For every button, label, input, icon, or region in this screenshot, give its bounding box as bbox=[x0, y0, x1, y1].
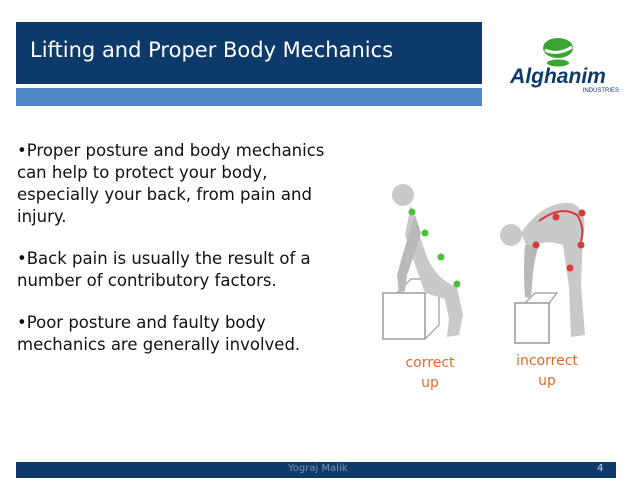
box-icon bbox=[514, 302, 550, 344]
footer-bar bbox=[16, 462, 616, 478]
bullet-item: •Poor posture and faulty body mechanics … bbox=[17, 313, 301, 354]
correct-lift-figure bbox=[382, 184, 463, 340]
title-accent-line bbox=[16, 84, 482, 88]
logo-text: Alghanim bbox=[509, 65, 606, 88]
correct-caption: correct bbox=[405, 355, 455, 371]
incorrect-lift-figure bbox=[500, 202, 586, 344]
slide-title: Lifting and Proper Body Mechanics bbox=[30, 38, 394, 62]
logo-subtext: INDUSTRIES bbox=[583, 88, 619, 94]
bullet-list: •Proper posture and body mechanics can h… bbox=[17, 140, 337, 376]
box-icon bbox=[382, 292, 426, 340]
company-logo: Alghanim INDUSTRIES bbox=[509, 38, 619, 94]
footer-author: Yograj Malik bbox=[288, 463, 348, 474]
incorrect-caption: incorrect bbox=[516, 353, 578, 369]
page-number: 4 bbox=[597, 463, 604, 474]
title-bar bbox=[16, 22, 482, 84]
bullet-item: •Back pain is usually the result of a nu… bbox=[17, 249, 311, 290]
title-strip bbox=[16, 88, 482, 106]
lifting-posture-illustration: correct up incorrect up bbox=[382, 184, 586, 391]
logo-mark-icon bbox=[543, 38, 573, 67]
bullet-item: •Proper posture and body mechanics can h… bbox=[17, 141, 325, 226]
incorrect-caption-sub: up bbox=[538, 373, 556, 389]
correct-caption-sub: up bbox=[421, 375, 439, 391]
